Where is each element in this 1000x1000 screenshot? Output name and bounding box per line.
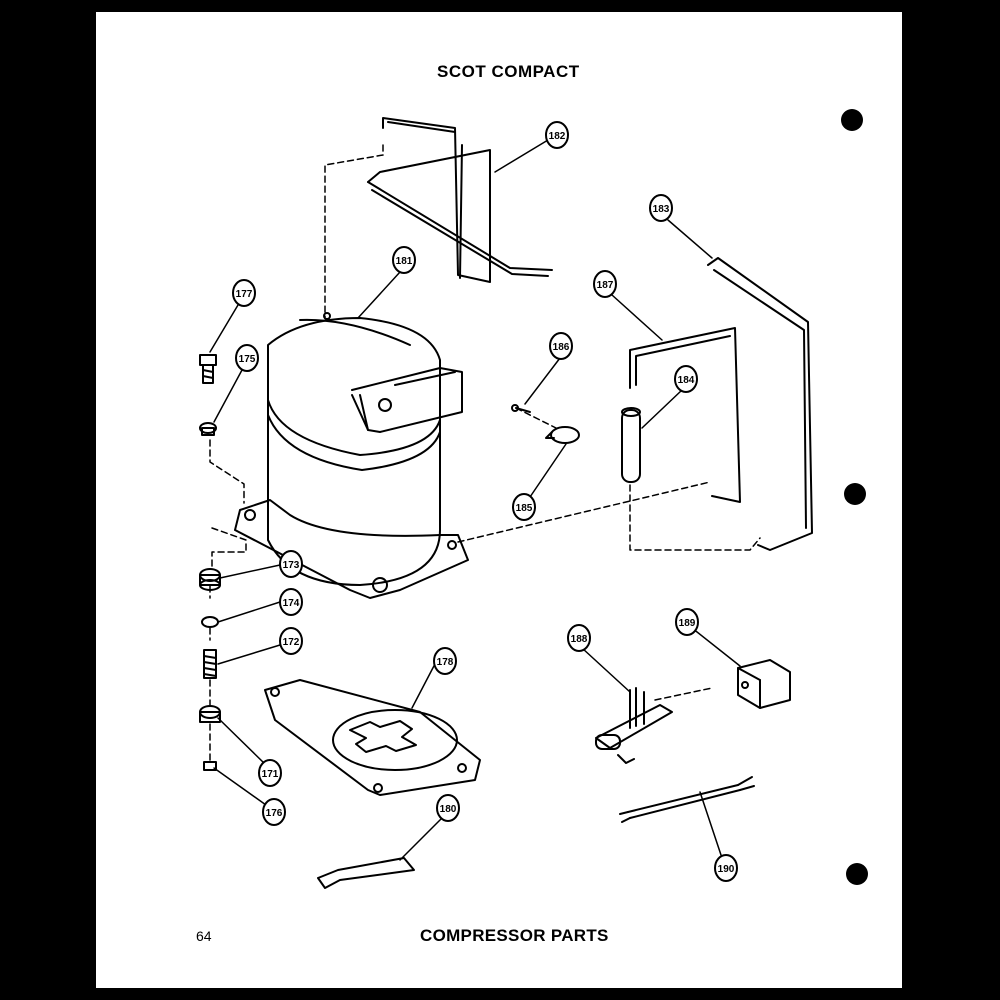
callout-bubble (674, 365, 698, 393)
mounting-plate-178 (264, 679, 481, 796)
callout-label: 190 (718, 864, 735, 875)
callout-bubble (549, 332, 573, 360)
filter-drier-184 (621, 407, 641, 483)
callout-label: 182 (549, 131, 566, 142)
bracket-187 (629, 327, 741, 503)
callout-bubble (235, 344, 259, 372)
callout-label: 185 (516, 503, 533, 514)
callout-label: 184 (678, 375, 695, 386)
leader-lines (209, 139, 741, 861)
callout-bubble (593, 270, 617, 298)
callout-bubble (258, 759, 282, 787)
bolt-177 (199, 354, 217, 384)
callout-bubble (436, 794, 460, 822)
assembly-dashed-lines (209, 144, 761, 763)
compressor-181 (234, 312, 469, 599)
callout-bubble (675, 608, 699, 636)
callout-label: 180 (440, 804, 457, 815)
washer-174 (201, 616, 219, 628)
callout-bubble (649, 194, 673, 222)
clamp-185 (545, 426, 580, 444)
callout-label: 176 (266, 808, 283, 819)
binder-hole-middle (844, 483, 866, 505)
callout-bubble (714, 854, 738, 882)
callout-label: 187 (597, 280, 614, 291)
callout-bubble (512, 493, 536, 521)
callout-label: 175 (239, 354, 256, 365)
screw-186 (511, 404, 531, 413)
wire-190 (619, 776, 755, 823)
diagram-caption: COMPRESSOR PARTS (420, 926, 609, 945)
callout-group: 182 183 181 177 187 175 186 184 185 173 174 172 178 1… (232, 121, 738, 882)
wire-183 (707, 257, 813, 551)
callout-label: 181 (396, 256, 413, 267)
callout-label: 189 (679, 618, 696, 629)
pad-180 (317, 857, 415, 889)
wire-bracket-182 (367, 117, 553, 283)
diagram-title: SCOT COMPACT (437, 62, 580, 81)
callout-bubble (567, 624, 591, 652)
callout-label: 177 (236, 289, 253, 300)
callout-bubble (232, 279, 256, 307)
callout-label: 186 (553, 342, 570, 353)
callout-label: 178 (437, 657, 454, 668)
callout-label: 172 (283, 637, 300, 648)
callout-bubble (279, 627, 303, 655)
overload-box-189 (737, 659, 791, 709)
callout-bubble (392, 246, 416, 274)
binder-hole-top (841, 109, 863, 131)
callout-label: 173 (283, 560, 300, 571)
grommet-173 (199, 568, 221, 591)
callout-bubble (545, 121, 569, 149)
washer-175 (199, 422, 217, 436)
binder-hole-bottom (846, 863, 868, 885)
callout-label: 171 (262, 769, 279, 780)
callout-bubble (279, 588, 303, 616)
spring-172 (203, 649, 217, 679)
callout-label: 174 (283, 598, 300, 609)
diagram-page (96, 12, 902, 988)
page-number: 64 (196, 928, 212, 944)
grommet-171 (199, 705, 221, 723)
relay-assembly-188 (595, 687, 673, 764)
callout-bubble (433, 647, 457, 675)
callout-label: 188 (571, 634, 588, 645)
callout-bubble (262, 798, 286, 826)
callout-label: 183 (653, 204, 670, 215)
callout-bubble (279, 550, 303, 578)
